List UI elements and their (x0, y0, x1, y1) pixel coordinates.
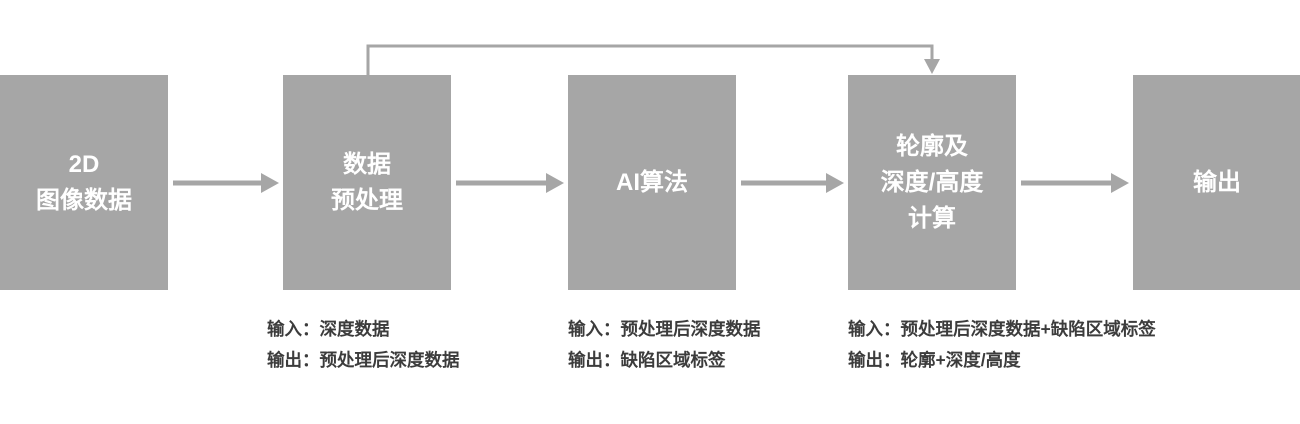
annotation-input-line: 输入：预处理后深度数据+缺陷区域标签 (848, 319, 1156, 339)
arrow-2d-to-preprocess (173, 173, 279, 193)
arrow-contour-to-output (1021, 173, 1129, 193)
node-label-output: 输出 (1193, 168, 1241, 196)
arrow-ai-to-contour (741, 173, 844, 193)
annotation-input-line: 输入：深度数据 (267, 319, 390, 339)
annotation-output-line: 输出：轮廓+深度/高度 (848, 350, 1021, 370)
annotation-output-line: 输出：缺陷区域标签 (568, 350, 726, 370)
node-ai-algorithm: AI算法 (568, 75, 736, 290)
node-2d-image-data: 2D 图像数据 (0, 75, 168, 290)
annotation-input-line: 输入：预处理后深度数据 (568, 319, 761, 339)
node-label-2d-image-data: 2D 图像数据 (36, 150, 132, 214)
node-output: 输出 (1133, 75, 1300, 290)
annotation-contour-depth-height-calc: 输入：预处理后深度数据+缺陷区域标签 输出：轮廓+深度/高度 (848, 314, 1156, 376)
node-data-preprocessing: 数据 预处理 (283, 75, 451, 290)
annotation-output-line: 输出：预处理后深度数据 (267, 350, 460, 370)
node-contour-depth-height-calc: 轮廓及 深度/高度 计算 (848, 75, 1016, 290)
node-label-contour-depth-height-calc: 轮廓及 深度/高度 计算 (880, 132, 984, 232)
node-label-data-preprocessing: 数据 预处理 (331, 150, 403, 214)
annotation-ai-algorithm: 输入：预处理后深度数据 输出：缺陷区域标签 (568, 314, 761, 376)
arrow-preprocess-skip-to-contour (366, 44, 940, 75)
node-label-ai-algorithm: AI算法 (616, 168, 688, 196)
annotation-data-preprocessing: 输入：深度数据 输出：预处理后深度数据 (267, 314, 460, 376)
arrow-preprocess-to-ai (456, 173, 564, 193)
